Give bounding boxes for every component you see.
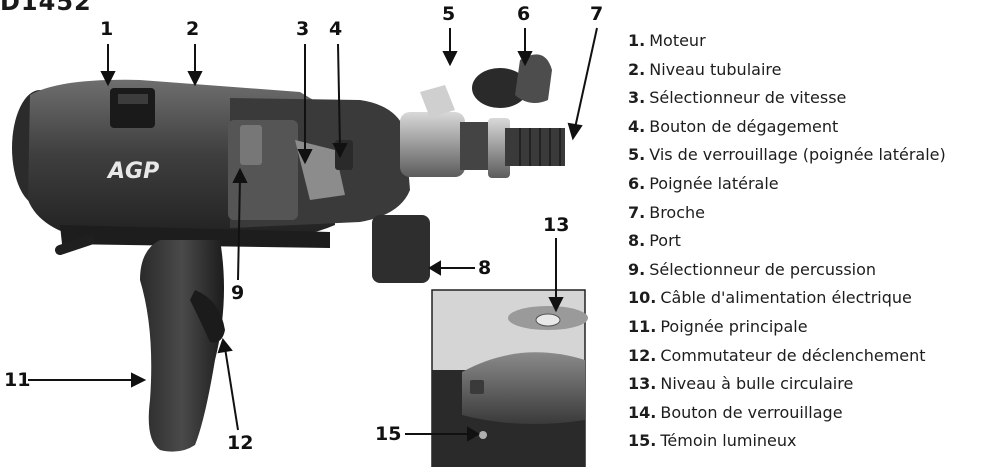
callout-3: 3 [296,18,310,40]
gear-housing [228,98,410,228]
legend-item: 1.Moteur [628,31,706,50]
inset-photo [431,289,588,467]
locking-screw [420,85,455,118]
legend-item: 8.Port [628,231,681,251]
callout-12: 12 [227,432,254,454]
legend-item: 9.Sélectionneur de percussion [628,259,877,279]
callout-4: 4 [329,18,343,40]
legend-item: 7.Broche [628,202,705,222]
circular-bubble-level [535,313,561,327]
callout-5: 5 [442,3,456,25]
main-grip [55,235,225,452]
brand-logo: AGP [106,159,159,184]
callout-13: 13 [543,214,570,236]
legend-item: 4.Bouton de dégagement [628,116,839,136]
legend-item: 14.Bouton de verrouillage [628,402,843,422]
percussion-selector [240,125,262,165]
legend-item: 13.Niveau à bulle circulaire [628,374,854,394]
trigger-switch [190,290,225,343]
callout-9: 9 [231,282,245,304]
legend-item: 15.Témoin lumineux [628,431,797,451]
water-port [372,215,430,283]
legend-item: 6.Poignée latérale [628,173,779,193]
callout-15: 15 [375,423,402,445]
parts-legend: 1.Moteur 2.Niveau tubulaire 3.Sélectionn… [628,27,983,456]
diagram-heading: D1452 [0,0,92,16]
legend-item: 12.Commutateur de déclenchement [628,345,926,365]
callout-7: 7 [590,3,604,25]
legend-item: 10.Câble d'alimentation électrique [628,288,912,308]
callout-8: 8 [478,257,492,279]
side-handle [515,54,552,104]
callout-2: 2 [186,18,200,40]
callout-6: 6 [517,3,531,25]
callout-1: 1 [100,18,114,40]
legend-item: 3.Sélectionneur de vitesse [628,88,847,108]
legend-item: 2.Niveau tubulaire [628,59,782,79]
callout-arrows [28,27,598,442]
callout-11: 11 [4,369,31,391]
indicator-light [479,431,487,439]
side-handle-collar [472,68,528,108]
spindle-assembly [400,54,565,178]
drill-diagram: AGP [12,27,598,467]
power-cable [55,235,95,255]
legend-item: 11.Poignée principale [628,316,808,336]
legend-item: 5.Vis de verrouillage (poignée latérale) [628,145,946,165]
